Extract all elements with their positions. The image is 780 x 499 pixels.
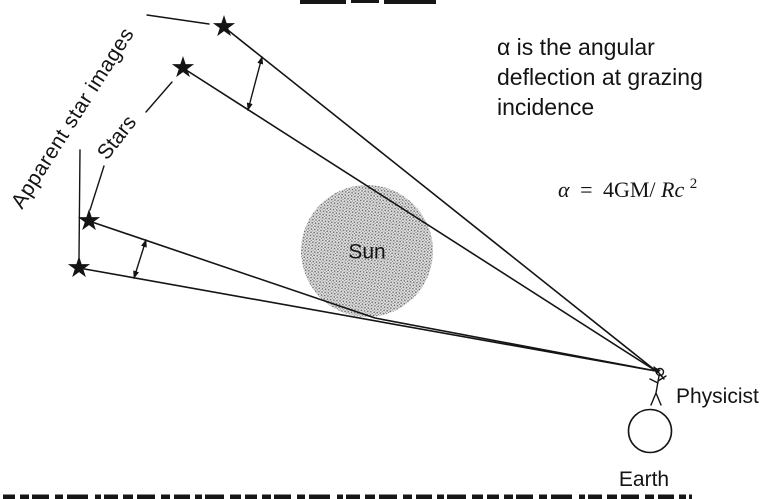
cropped-glyph (300, 0, 346, 4)
sun-circle (301, 185, 433, 317)
formula-variables: Rc (660, 177, 684, 202)
pointer-stars-to-top-star (145, 81, 173, 113)
note-line-2: deflection at grazing (497, 64, 703, 90)
note-line-1: α is the angular (497, 34, 655, 60)
formula-alpha: α (558, 177, 570, 202)
formula-equals: = (580, 177, 592, 202)
physicist-body (649, 375, 667, 406)
cropped-glyph (384, 0, 436, 4)
stars-label: Stars (93, 111, 141, 164)
telescope-arrow (653, 366, 665, 380)
physicist-figure (649, 366, 667, 406)
star-icon-actual-top: ★ (170, 52, 196, 84)
alpha-angle-arrow-top (246, 56, 264, 111)
sightline-star-top (182, 67, 657, 372)
sightline-apparent-bottom (78, 267, 657, 372)
physicist-label: Physicist (676, 385, 759, 408)
star-icon-actual-bottom: ★ (76, 205, 102, 237)
cropped-text-artifact-top (300, 0, 436, 4)
alpha-angle-arrow-bottom (133, 239, 147, 279)
pointer-apparent-to-bottom-star (78, 149, 81, 259)
sightline-apparent-top (223, 26, 657, 372)
pointer-stars-to-bottom-star (89, 165, 105, 211)
formula: α = 4GM/ Rc 2 (558, 176, 697, 202)
formula-exponent: 2 (690, 176, 698, 192)
earth-label: Earth (619, 468, 669, 491)
star-icon-apparent-top: ★ (211, 11, 237, 43)
formula-body: 4GM/ (603, 177, 656, 202)
cropped-glyph (351, 0, 379, 3)
pointer-apparent-to-top-star (146, 14, 210, 25)
earth-circle (627, 408, 673, 454)
star-icon-apparent-bottom: ★ (66, 252, 92, 284)
note-line-3: incidence (497, 94, 594, 120)
sun-label: Sun (348, 241, 385, 264)
sightline-star-bottom (88, 220, 657, 372)
